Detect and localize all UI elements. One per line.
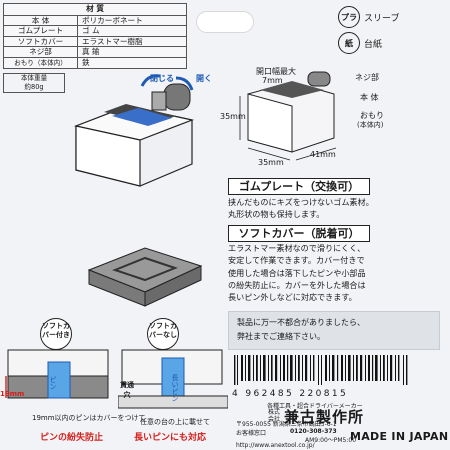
soft-cover-illustration (87, 247, 203, 307)
with-cover-bubble: ソフトカバー付き (40, 318, 72, 350)
maker-address: 〒955-0055 新潟県三条市鶴田3-6-1 (236, 421, 337, 428)
rubber-plate-heading: ゴムプレート（交換可） (228, 178, 370, 195)
barcode-number: 4 962485 220815 (232, 389, 349, 399)
opening-value: 7mm (262, 76, 283, 85)
material-row: 本 体ポリカーボネート (4, 14, 186, 26)
recycle-plastic: プラ スリーブ (338, 6, 399, 28)
hanger-hole (196, 11, 254, 33)
weight-part-sub: (本体内) (357, 121, 384, 129)
without-cover-bubble: ソフトカバーなし (147, 318, 179, 350)
phone-number: 0120-308-373 (290, 428, 337, 435)
paper-recycle-icon: 紙 (338, 32, 360, 54)
maker-category: 各種工具・超合ドライバーメーカー (267, 403, 363, 410)
vise-illustration (73, 74, 195, 187)
material-row: ネジ部真 鍮 (4, 46, 186, 57)
rubber-plate-text: 挟んだものにキズをつけないゴム素材。 丸形状の物も保持します。 (228, 197, 374, 220)
material-row: おもり（本体内）鉄 (4, 56, 186, 68)
material-row: ゴムプレートゴ ム (4, 25, 186, 36)
weight-part-label: おもり (360, 111, 384, 120)
recycle-paper: 紙 台紙 (338, 32, 382, 54)
without-cover-diagram (118, 349, 228, 409)
made-in-japan: MADE IN JAPAN (350, 430, 449, 443)
dimension-drawing (239, 71, 337, 161)
material-title: 材 質 (86, 4, 104, 13)
height-value: 35mm (220, 112, 246, 121)
long-pin-label: 長いピン (171, 374, 179, 402)
phone-hours: AM9:00～PM5:00 (305, 437, 357, 444)
dim-19mm: 19mm (0, 390, 25, 398)
screw-label: ネジ部 (355, 73, 379, 82)
opening-label: 開口幅最大 (256, 67, 296, 76)
width-value: 35mm (258, 158, 284, 167)
body-weight-box: 本体重量 約80g (3, 73, 65, 93)
close-label: 閉じる (150, 74, 174, 83)
soft-cover-heading: ソフトカバー（脱着可） (228, 225, 370, 242)
with-cover-diagram (5, 349, 109, 399)
soft-cover-text: エラストマー素材なので滑りにくく、 安定して作業できます。カバー付きで 使用した… (228, 243, 366, 303)
company-name: 兼古製作所 (284, 408, 365, 426)
caption-left: 19mm以内のピンはカバーをつけて (32, 414, 146, 422)
caption-left-emphasis: ピンの紛失防止 (40, 433, 104, 443)
through-hole-label: 貫通穴 (120, 381, 134, 399)
company-type: 株式会社 (268, 409, 281, 423)
open-label: 開く (196, 74, 212, 83)
caption-right-emphasis: 長いピンにも対応 (134, 433, 207, 443)
material-row: ソフトカバーエラストマー樹脂 (4, 35, 186, 47)
phone-label: お客様窓口 (236, 430, 267, 437)
plastic-recycle-icon: プラ (338, 6, 360, 28)
depth-value: 41mm (310, 150, 336, 159)
barcode (234, 355, 408, 385)
caption-right: 任意の台の上に載せて (140, 418, 210, 426)
maker-website[interactable]: http://www.anextool.co.jp/ (236, 442, 315, 449)
material-table: 材 質 本 体ポリカーボネート ゴムプレートゴ ム ソフトカバーエラストマー樹脂… (3, 3, 187, 69)
body-label: 本 体 (360, 93, 379, 102)
notice-box: 製品に万一不都合がありましたら、 弊社までご連絡下さい。 (228, 311, 440, 350)
pin-label: ピン (49, 376, 57, 390)
